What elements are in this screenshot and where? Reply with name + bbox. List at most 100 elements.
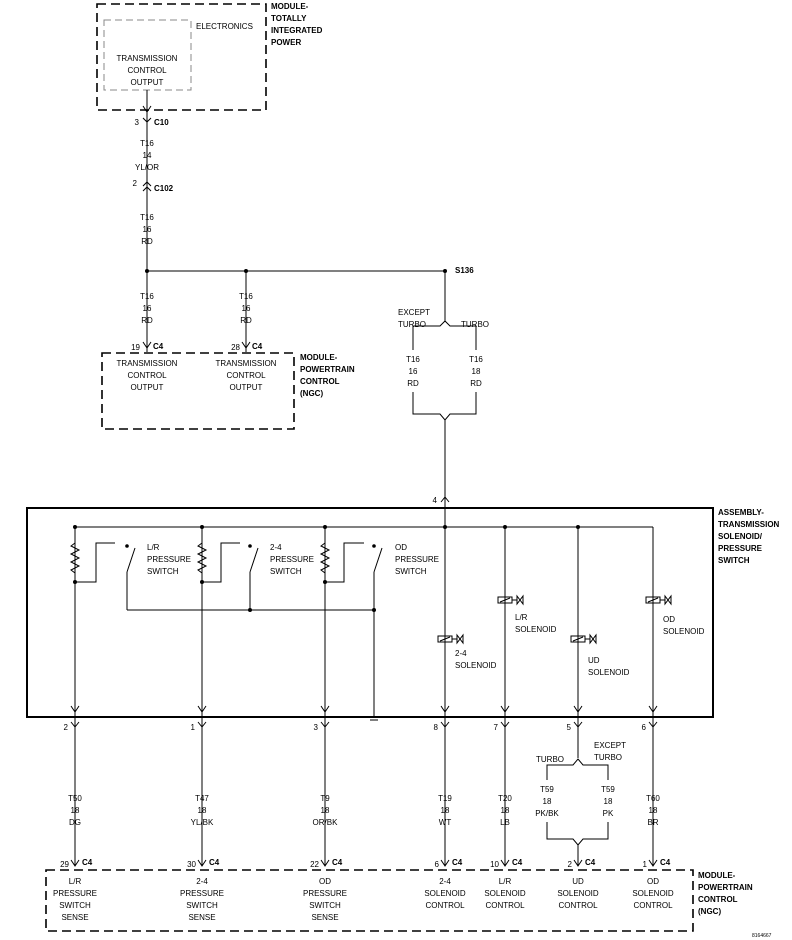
wire-top-color: YL/OR: [135, 163, 159, 172]
pcm-top-wire2-color: RD: [240, 316, 252, 325]
pcm-bottom-name-line4: (NGC): [698, 907, 721, 916]
tipm-name-line2: TOTALLY: [271, 14, 307, 23]
switch-contact-icon: [248, 544, 252, 548]
pcm-top-name-line1: MODULE-: [300, 353, 338, 362]
ud-left-color: PK/BK: [535, 809, 559, 818]
assembly-pin-connector: [648, 721, 658, 728]
split-left-gauge: 16: [409, 367, 418, 376]
pcm-top-wire1-color: RD: [141, 316, 153, 325]
pcm-bottom-module: L/R PRESSURE SWITCH SENSE 2-4 PRESSURE S…: [45, 869, 753, 932]
figure-id: 8164667: [752, 933, 772, 939]
c102-connector-symbol: [142, 181, 152, 192]
c10-name: C10: [154, 118, 169, 127]
assembly-pin-connector: [197, 721, 207, 728]
lr-switch-label-line2: PRESSURE: [147, 555, 191, 564]
2-4-switch-label-line3: SWITCH: [270, 567, 302, 576]
tipm-output-line2: CONTROL: [127, 66, 167, 75]
pcm-bottom-name-line2: POWERTRAIN: [698, 883, 753, 892]
pcm-top-module: TRANSMISSION CONTROL OUTPUT TRANSMISSION…: [101, 352, 355, 430]
od-solenoid-label-line1: OD: [663, 615, 675, 624]
2-4-solenoid-label-line1: 2-4: [455, 649, 467, 658]
assembly-input-connector: [440, 496, 450, 503]
2-4-solenoid: 2-4 SOLENOID: [437, 508, 497, 717]
wire-color: WT: [439, 818, 452, 827]
tipm-module: ELECTRONICS TRANSMISSION CONTROL OUTPUT …: [96, 2, 323, 111]
assembly-pin: 5: [567, 723, 572, 732]
assembly-border: [26, 507, 714, 718]
wire-gauge: 18: [649, 806, 658, 815]
wire-circuit: T50: [68, 794, 82, 803]
tipm-name-line1: MODULE-: [271, 2, 309, 11]
pcm-label-line: SENSE: [61, 913, 88, 922]
pcm-top-pin2-label-line2: CONTROL: [226, 371, 266, 380]
assembly-pin-connector: [320, 721, 330, 728]
pcm-label-line: PRESSURE: [180, 889, 224, 898]
wire-circuit: T9: [320, 794, 330, 803]
c10-connector-symbol: [142, 117, 152, 123]
pcm-pin: 10: [490, 860, 499, 869]
bottom-wire-lr-solenoid: 7 T20 18 LB 10 C4: [490, 717, 523, 869]
pcm-top-pin2-label-line3: OUTPUT: [230, 383, 263, 392]
pcm-top-wire1-gauge: 16: [143, 304, 152, 313]
pcm-pin-connector: [70, 859, 80, 867]
c102-name: C102: [154, 184, 174, 193]
assembly-pin: 6: [642, 723, 647, 732]
assembly-pin-connector: [500, 721, 510, 728]
pcm-pin: 1: [643, 860, 648, 869]
ud-solenoid-label-line1: UD: [588, 656, 600, 665]
ud-except-turbo-line2: TURBO: [594, 753, 622, 762]
pcm-pin: 6: [435, 860, 440, 869]
valve-icon: [660, 594, 672, 606]
ud-left-circuit: T59: [540, 785, 554, 794]
pcm-label-line: SENSE: [311, 913, 338, 922]
wire-color: YL/BK: [191, 818, 214, 827]
pcm-top-conn1: C4: [153, 342, 164, 351]
pcm-bottom-module-border: [45, 869, 694, 932]
pcm-pin-connector: [573, 859, 583, 867]
tipm-name-line4: POWER: [271, 38, 301, 47]
pcm-top-conn2: C4: [252, 342, 263, 351]
pcm-label-line: OD: [647, 877, 659, 886]
internal-arrow: [440, 705, 450, 713]
solenoid-coil-icon: [647, 597, 659, 603]
od-switch-label-line1: OD: [395, 543, 407, 552]
pcm-label-line: PRESSURE: [53, 889, 97, 898]
assembly-input-pin: 4: [433, 496, 438, 505]
pcm-top-name-line3: CONTROL: [300, 377, 340, 386]
ud-right-circuit: T59: [601, 785, 615, 794]
pcm-conn: C4: [585, 858, 596, 867]
pcm-top-connector-symbol: [142, 341, 152, 349]
od-pressure-switch: OD PRESSURE SWITCH: [319, 527, 439, 717]
pcm-top-wire2-circuit: T16: [239, 292, 253, 301]
wire-gauge: 18: [321, 806, 330, 815]
tipm-output-arrow: [142, 105, 152, 113]
pcm-label-line: SENSE: [188, 913, 215, 922]
pcm-bottom-name-line3: CONTROL: [698, 895, 738, 904]
pcm-conn: C4: [512, 858, 523, 867]
lr-solenoid: L/R SOLENOID: [497, 527, 557, 717]
pcm-pin-connector: [648, 859, 658, 867]
turbo-split: EXCEPT TURBO TURBO T16 16 RD T16 18 RD: [398, 271, 489, 508]
assembly-pin: 3: [314, 723, 319, 732]
split-brace-bottom: [412, 408, 477, 421]
valve-icon: [452, 633, 464, 645]
pcm-top-pin1-label-line2: CONTROL: [127, 371, 167, 380]
pcm-conn: C4: [82, 858, 93, 867]
pcm-label-line: PRESSURE: [303, 889, 347, 898]
wire-gauge: 18: [198, 806, 207, 815]
pcm-label-line: L/R: [499, 877, 512, 886]
od-switch-link-wire: [325, 542, 364, 583]
wire-gauge: 18: [71, 806, 80, 815]
pcm-label-line: L/R: [69, 877, 82, 886]
solenoid-coil-icon: [439, 636, 451, 642]
bottom-wire-od-sense: 3 T9 18 OR/BK 22 C4: [310, 717, 343, 869]
ud-right-gauge: 18: [604, 797, 613, 806]
assembly-name-line1: ASSEMBLY-: [718, 508, 764, 517]
pcm-top-wire2-gauge: 16: [242, 304, 251, 313]
junction-dot: [200, 580, 204, 584]
wire-top-gauge: 14: [143, 151, 152, 160]
internal-arrow: [197, 705, 207, 713]
lr-switch-label-line1: L/R: [147, 543, 160, 552]
split-left-color: RD: [407, 379, 419, 388]
assembly-name-line3: SOLENOID/: [718, 532, 763, 541]
